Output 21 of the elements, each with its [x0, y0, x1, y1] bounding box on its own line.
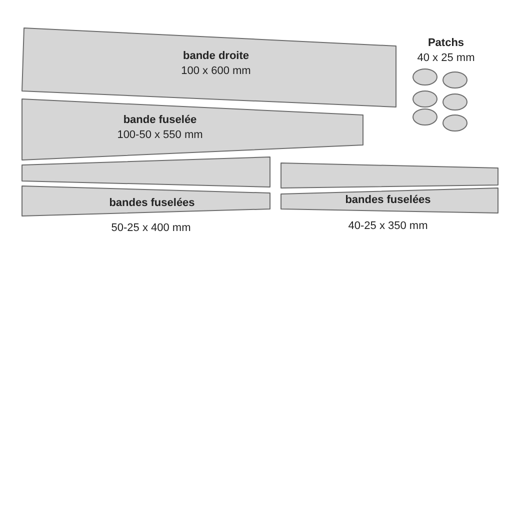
tape-strip	[21, 27, 398, 109]
tapered-tape-strip	[21, 185, 271, 217]
strip-name: bande fuselée	[123, 114, 197, 127]
tapered-tape-strip	[280, 162, 499, 189]
strip-name: bande droite	[183, 50, 249, 63]
tapered-tape-strip	[21, 156, 271, 188]
strip-dimensions: 40-25 x 350 mm	[348, 220, 428, 233]
tapered-tape-strip	[280, 187, 499, 214]
strip-dimensions: 50-25 x 400 mm	[111, 222, 191, 235]
patch-shape	[412, 108, 438, 126]
strip-dimensions: 100-50 x 550 mm	[117, 129, 203, 142]
strip-dimensions: 100 x 600 mm	[181, 65, 251, 78]
patch-title: Patchs	[428, 37, 464, 50]
patch-shape	[412, 90, 438, 108]
strip-name: bandes fuselées	[109, 197, 195, 210]
patch-shape	[442, 114, 468, 132]
patch-shape	[442, 71, 468, 89]
strip-name: bandes fuselées	[345, 194, 431, 207]
patch-shape	[442, 93, 468, 111]
patch-dimensions: 40 x 25 mm	[417, 52, 475, 65]
patch-shape	[412, 68, 438, 86]
